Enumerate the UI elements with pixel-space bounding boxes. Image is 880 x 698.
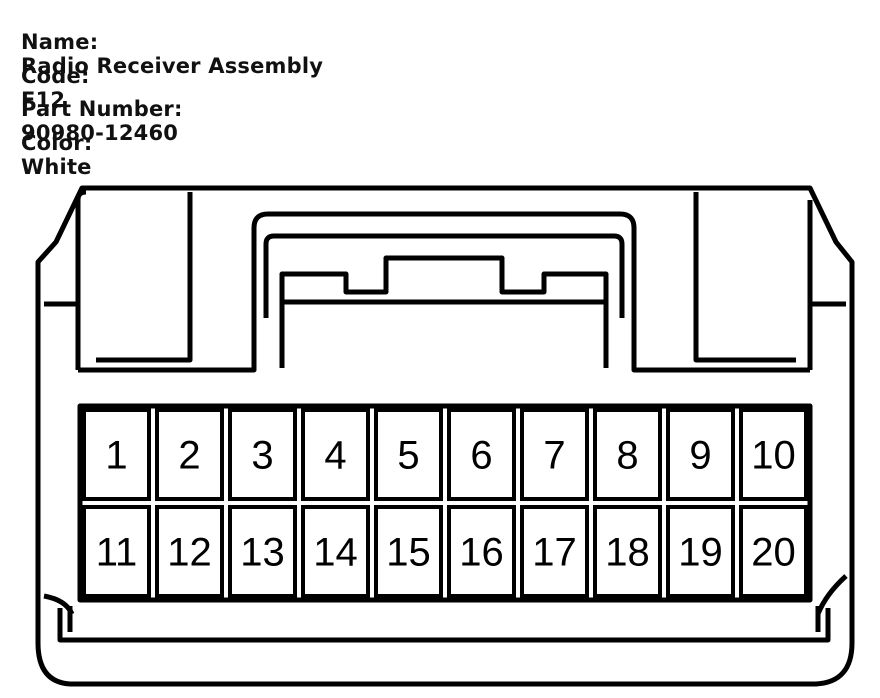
pin-label-17: 17 bbox=[532, 531, 577, 575]
latch-inner-frame bbox=[263, 233, 625, 318]
pin-cell-3 bbox=[228, 408, 297, 501]
pin-cell-12 bbox=[155, 505, 224, 598]
pin-label-6: 6 bbox=[470, 434, 492, 478]
pin-label-20: 20 bbox=[751, 531, 796, 575]
name-line: Name: Radio Receiver Assembly bbox=[6, 6, 323, 78]
pin-label-11: 11 bbox=[96, 531, 138, 575]
pin-cell-10 bbox=[739, 408, 808, 501]
pin-block bbox=[77, 403, 813, 603]
bottom-lip bbox=[57, 608, 831, 643]
pin-label-10: 10 bbox=[751, 434, 796, 478]
code-line: Code: F12 bbox=[6, 40, 97, 112]
pin-label-19: 19 bbox=[678, 531, 723, 575]
pin-label-8: 8 bbox=[616, 434, 638, 478]
pin-cell-20 bbox=[739, 505, 808, 598]
pin-label-4: 4 bbox=[324, 434, 346, 478]
pin-label-12: 12 bbox=[167, 531, 212, 575]
pin-label-7: 7 bbox=[543, 434, 565, 478]
pin-cell-19 bbox=[666, 505, 735, 598]
color-line: Color: White bbox=[6, 107, 100, 179]
name-value: Radio Receiver Assembly bbox=[21, 54, 324, 78]
pin-cell-8 bbox=[593, 408, 662, 501]
pin-label-2: 2 bbox=[178, 434, 200, 478]
pin-cell-13 bbox=[228, 505, 297, 598]
pin-label-5: 5 bbox=[397, 434, 419, 478]
latch-housing bbox=[78, 211, 810, 373]
pin-label-3: 3 bbox=[251, 434, 273, 478]
pin-cell-9 bbox=[666, 408, 735, 501]
pin-cell-5 bbox=[374, 408, 443, 501]
pin-cell-1 bbox=[82, 408, 151, 501]
code-label: Code: bbox=[21, 64, 90, 88]
right-inner-tab bbox=[693, 192, 796, 363]
code-value: F12 bbox=[21, 88, 66, 112]
latch-arm bbox=[279, 255, 609, 368]
color-label: Color: bbox=[21, 131, 93, 155]
connector-housing bbox=[35, 185, 855, 687]
upper-rim bbox=[75, 189, 87, 370]
part-number-value: 90980-12460 bbox=[21, 121, 179, 145]
pin-cell-11 bbox=[82, 505, 151, 598]
bottom-lip-inner bbox=[67, 606, 821, 632]
pin-cell-2 bbox=[155, 408, 224, 501]
color-value: White bbox=[21, 155, 92, 179]
pin-label-9: 9 bbox=[689, 434, 711, 478]
pin-label-1: 1 bbox=[105, 434, 127, 478]
pin-label-14: 14 bbox=[313, 531, 358, 575]
left-inner-tab bbox=[96, 192, 193, 363]
pin-label-16: 16 bbox=[459, 531, 504, 575]
pin-cell-18 bbox=[593, 505, 662, 598]
bottom-corner-left bbox=[43, 593, 75, 616]
pin-cell-6 bbox=[447, 408, 516, 501]
pin-cell-15 bbox=[374, 505, 443, 598]
part-number-label: Part Number: bbox=[21, 97, 183, 121]
pin-label-13: 13 bbox=[240, 531, 285, 575]
right-side-ledge bbox=[807, 301, 846, 370]
pin-cell-4 bbox=[301, 408, 370, 501]
part-number-line: Part Number: 90980-12460 bbox=[6, 73, 190, 145]
pin-cell-16 bbox=[447, 505, 516, 598]
pin-label-15: 15 bbox=[386, 531, 431, 575]
left-side-ledge bbox=[44, 301, 81, 370]
pin-label-18: 18 bbox=[605, 531, 650, 575]
bottom-corner-right bbox=[815, 574, 848, 615]
name-label: Name: bbox=[21, 30, 99, 54]
pin-cell-14 bbox=[301, 505, 370, 598]
pin-cell-7 bbox=[520, 408, 589, 501]
pin-cell-17 bbox=[520, 505, 589, 598]
